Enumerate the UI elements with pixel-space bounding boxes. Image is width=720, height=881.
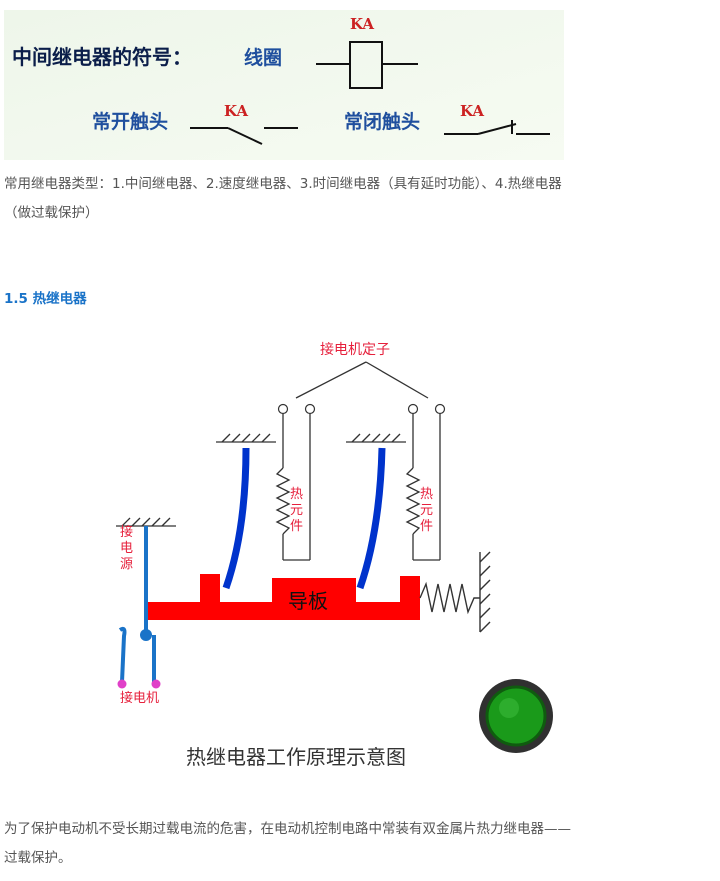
normally-open-tag: KA [224,102,248,120]
section-heading: 1.5 热继电器 [4,291,87,307]
coil-label: 线圈 [244,46,282,69]
contact-pivot [140,629,152,641]
stator-terminals [277,403,446,415]
guide-plate-label: 导板 [288,589,328,613]
relay-symbol-figure: 中间继电器的符号： 线圈 KA 常开触头 KA 常闭触头 KA [4,10,564,160]
return-spring [419,581,480,615]
symbol-title: 中间继电器的符号： [12,45,192,69]
contact-left-post [118,626,127,683]
symbol-figure-background [4,10,564,160]
source-char-3: 源 [120,557,133,572]
right-heater-element [346,414,441,561]
reset-button[interactable] [479,679,553,753]
body-line-1: 为了保护电动机不受长期过载电流的危害，在电动机控制电路中常装有双金属片热力继电器… [4,821,571,837]
source-char-1: 接 [120,524,133,540]
source-char-2: 电 [120,541,133,556]
coil-tag: KA [350,15,374,33]
left-heater-char-2: 元 [290,503,303,518]
left-bimetal-strip [222,447,250,590]
left-heater-char-1: 热 [290,487,303,502]
right-bimetal-strip [356,447,386,590]
right-heater-char-1: 热 [420,487,433,502]
no-contact-blade [227,127,263,145]
diagram-caption: 热继电器工作原理示意图 [186,745,406,769]
intro-line-1: 常用继电器类型：1.中间继电器、2.速度继电器、3.时间继电器（具有延时功能）、… [4,176,562,192]
right-heater-char-2: 元 [420,503,433,518]
stator-connection-lines [295,361,429,399]
motor-terminal-right [151,679,161,689]
nc-contact-blade [477,123,517,135]
normally-closed-label: 常闭触头 [344,110,420,133]
body-line-2: 过载保护。 [4,850,72,866]
normally-closed-tag: KA [460,102,484,120]
motor-label: 接电机 [120,690,159,706]
guide-plate [148,574,420,620]
stator-label: 接电机定子 [320,341,390,358]
thermal-relay-diagram: 接电机定子 热 元 件 热 元 件 导板 [116,341,553,769]
normally-open-label: 常开触头 [92,110,168,133]
intro-line-2: （做过载保护） [4,205,99,221]
left-heater-char-3: 件 [290,519,303,534]
spring-wall [479,551,491,633]
motor-terminal-left [117,679,127,689]
right-heater-char-3: 件 [420,519,433,534]
left-heater-element [216,414,311,561]
